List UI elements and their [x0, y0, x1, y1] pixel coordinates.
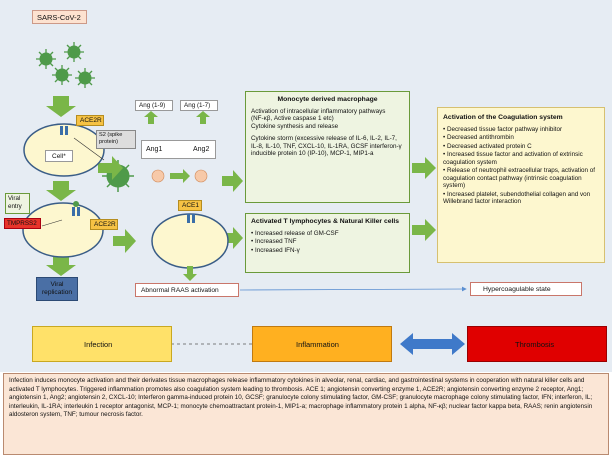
right-arrow: [412, 219, 436, 241]
ace2r-badge: ACE2R: [76, 115, 104, 126]
s2-box: S2 (spike protein): [96, 130, 136, 149]
macrophage-title: Monocyte derived macrophage: [277, 96, 378, 103]
infected-cell: [22, 202, 104, 258]
down-arrow: [183, 266, 197, 281]
ang19-box: Ang (1-9): [135, 100, 173, 111]
right-arrow: [113, 229, 136, 253]
virus-label: SARS-CoV-2: [37, 13, 81, 22]
up-arrow: [196, 111, 210, 124]
macrophage-line: Cytokine synthesis and release: [251, 122, 339, 130]
coag-item: • Increased tissue factor and activation…: [443, 151, 583, 166]
inflammation-label: Inflammation: [296, 340, 339, 349]
down-arrow: [46, 96, 76, 117]
tmprss2-badge: TMPRSS2: [4, 218, 41, 229]
ace1-badge: ACE1: [178, 200, 202, 211]
hypercoag-box: Hypercoagulable state: [470, 282, 582, 296]
coag-item: • Increased platelet, subendothelial col…: [443, 190, 591, 206]
ang17-box: Ang (1-7): [180, 100, 218, 111]
coag-list: • Decreased tissue factor pathway inhibi…: [443, 126, 599, 206]
thrombosis-label: Thrombosis: [515, 340, 555, 349]
viral-entry-box: Viral entry: [5, 193, 30, 214]
ang17-label: Ang (1-7): [184, 102, 211, 109]
tcells-item: • Increased release of GM-CSF: [251, 229, 339, 237]
caption-box: Infection induces monocyte activation an…: [3, 373, 609, 455]
coag-item: • Decreased activated protein C: [443, 142, 532, 150]
virus-in-cell-icon: [73, 201, 79, 207]
tmprss2-pointer: [41, 219, 63, 227]
tcells-item: • Increased TNF: [251, 238, 297, 245]
cell-label-box: Cell*: [45, 150, 73, 162]
raas-label: Abnormal RAAS activation: [141, 287, 219, 294]
down-arrow: [46, 256, 76, 276]
right-arrow: [222, 227, 243, 249]
right-arrow: [222, 170, 243, 192]
macrophage-line: Activation of intracellular inflammatory…: [251, 107, 386, 115]
ace1-label: ACE1: [182, 202, 199, 209]
virus-label-box: SARS-CoV-2: [32, 10, 87, 24]
right-arrow: [98, 156, 123, 180]
tcells-title: Activated T lymphocytes & Natural Killer…: [251, 218, 400, 225]
coag-item: • Decreased antithrombin: [443, 134, 514, 141]
ang-circle: [151, 169, 165, 183]
cell-label: Cell*: [52, 152, 66, 160]
tcells-item: • Increased IFN-γ: [251, 246, 300, 254]
right-arrow: [412, 157, 436, 179]
coag-title: Activation of the Coagulation system: [443, 114, 563, 121]
hypercoag-label: Hypercoagulable state: [483, 286, 551, 293]
macrophage-line: (NF-κβ, Active caspase 1 etc): [251, 115, 334, 122]
virus-particles: [36, 42, 134, 192]
virus-icon: [75, 68, 95, 88]
thrombosis-box: Thrombosis: [467, 326, 607, 362]
ang-box: [141, 140, 216, 159]
ang-circle: [194, 169, 208, 183]
virus-icon: [52, 65, 72, 85]
ang-arrow: [170, 169, 190, 183]
entry-pointer: [73, 137, 105, 161]
infection-label: Infection: [84, 340, 113, 349]
ang2-label: Ang2: [193, 146, 210, 153]
coag-item: • Decreased tissue factor pathway inhibi…: [443, 125, 563, 133]
ang19-label: Ang (1-9): [139, 102, 166, 109]
virus-icon: [36, 49, 56, 69]
viral-replication-box: Viral replication: [36, 277, 78, 301]
virus-icon: [64, 42, 84, 62]
ace2r-lower-label: ACE2R: [94, 221, 116, 228]
down-arrow: [46, 181, 76, 201]
infection-box: Infection: [32, 326, 172, 362]
double-arrow: [400, 333, 465, 355]
coagulation-box: Activation of the Coagulation system • D…: [437, 107, 605, 263]
raas-box: Abnormal RAAS activation: [135, 283, 239, 297]
macrophage-box: Monocyte derived macrophage Activation o…: [245, 91, 410, 203]
coag-item: • Release of neutrophil extracellular tr…: [443, 167, 596, 189]
ang1-label: Ang1: [146, 146, 163, 153]
tmprss2-label: TMPRSS2: [7, 220, 37, 227]
raas-to-hypercoag-line: [239, 286, 467, 292]
tcells-box: Activated T lymphocytes & Natural Killer…: [245, 213, 410, 273]
tcells-list: • Increased release of GM-CSF • Increase…: [251, 230, 404, 255]
ace2r-badge-lower: ACE2R: [90, 219, 118, 230]
macrophage-line: Cytokine storm (excessive release of IL-…: [251, 135, 402, 157]
receptor-icon: [60, 126, 195, 223]
inflammation-box: Inflammation: [252, 326, 392, 362]
ace2r-label: ACE2R: [80, 117, 102, 124]
up-arrow: [144, 111, 158, 124]
